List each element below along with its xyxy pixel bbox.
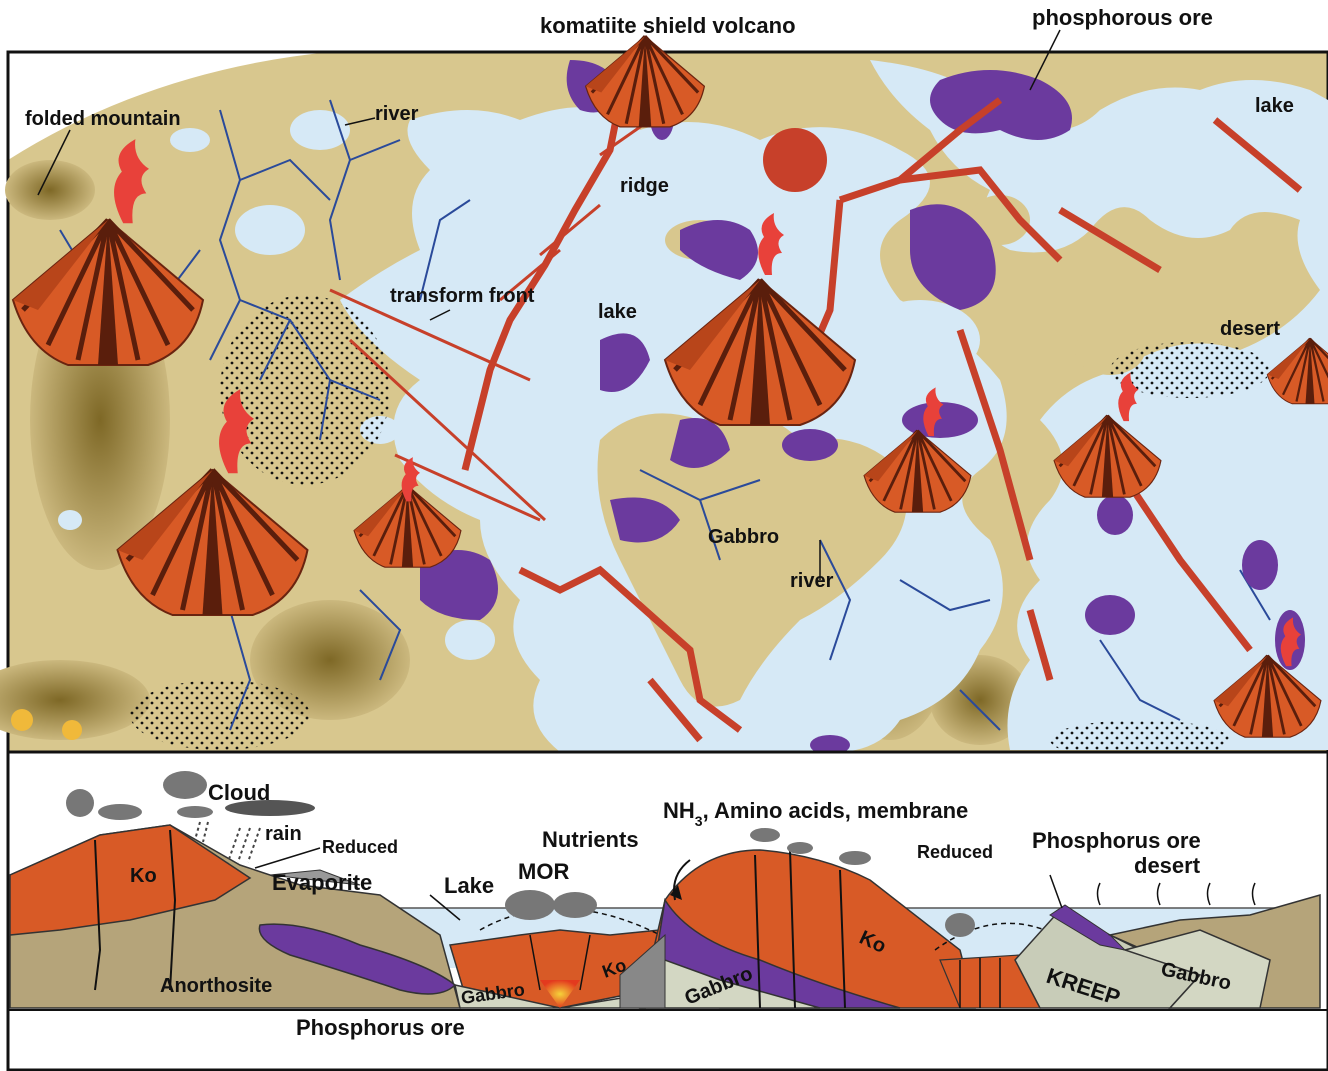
label-mor: MOR xyxy=(518,859,569,884)
label-reduced-right: Reduced xyxy=(917,842,993,862)
label-phosphorus-ore-right: Phosphorus ore xyxy=(1032,828,1201,853)
label-phosphorous-ore: phosphorous ore xyxy=(1032,5,1213,30)
label-anorthosite: Anorthosite xyxy=(160,975,272,997)
label-lake: Lake xyxy=(444,873,494,898)
label-evaporite: Evaporite xyxy=(272,870,372,895)
label-transform-front: transform front xyxy=(390,285,535,307)
label-gabbro: Gabbro xyxy=(708,526,779,548)
label-rain: rain xyxy=(265,823,302,845)
label-river-top: river xyxy=(375,103,419,125)
label-reduced-left: Reduced xyxy=(322,837,398,857)
small-moon-1 xyxy=(11,709,33,731)
label-komatiite-shield-volcano: komatiite shield volcano xyxy=(540,13,796,38)
label-nutrients: Nutrients xyxy=(542,827,639,852)
label-river-center: river xyxy=(790,570,834,592)
label-cloud: Cloud xyxy=(208,780,270,805)
label-desert-right: desert xyxy=(1134,853,1201,878)
label-ridge: ridge xyxy=(620,175,669,197)
label-lake-top-right: lake xyxy=(1255,95,1294,117)
cross-section-panel: Cloud rain Reduced Evaporite Ko Anorthos… xyxy=(8,752,1328,1070)
label-desert: desert xyxy=(1220,318,1280,340)
label-phosphorus-ore-bottom: Phosphorus ore xyxy=(296,1015,465,1040)
label-ko-left: Ko xyxy=(130,865,157,887)
small-moon-2 xyxy=(62,720,82,740)
ridge-junction-caldera xyxy=(763,128,827,192)
label-lake-center: lake xyxy=(598,301,637,323)
label-folded-mountain: folded mountain xyxy=(25,108,181,130)
volcano-top xyxy=(586,36,705,127)
map-panel: folded mountain river komatiite shield v… xyxy=(0,5,1328,760)
